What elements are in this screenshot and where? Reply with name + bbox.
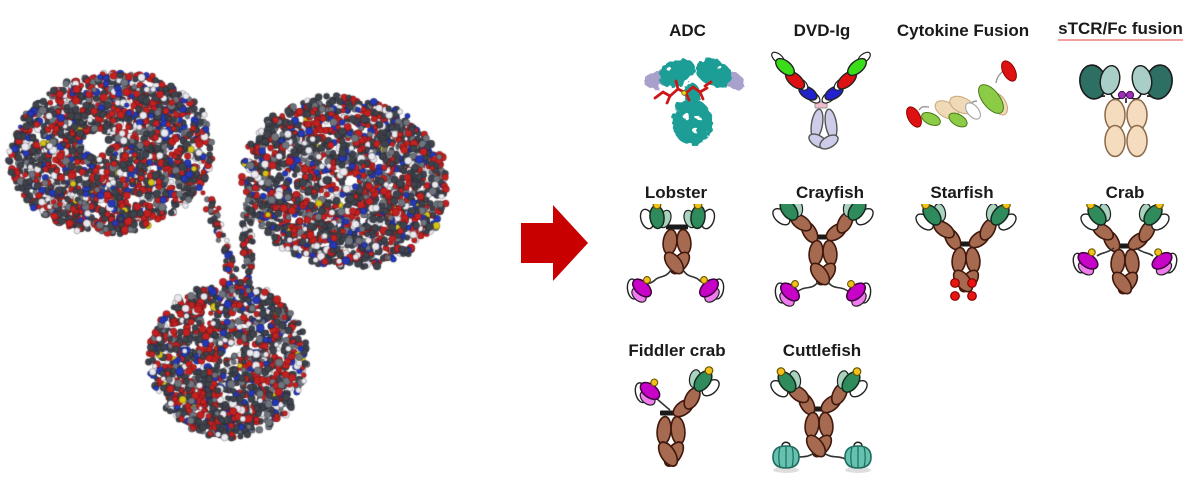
drug-payload-shape (653, 79, 713, 105)
format-cytokine-fusion: Cytokine Fusion (888, 20, 1038, 150)
format-crayfish: Crayfish (765, 182, 895, 312)
stcr-fc-fusion-diagram (1079, 64, 1173, 158)
format-cuttlefish: Cuttlefish (757, 340, 887, 480)
format-label-lobster: Lobster (644, 183, 708, 202)
format-lobster: Lobster (611, 182, 741, 312)
format-label-crab: Crab (1105, 183, 1145, 202)
format-label-cuttlefish: Cuttlefish (782, 341, 862, 360)
lobster-diagram (625, 204, 726, 306)
payload-dots (950, 278, 977, 301)
cytokine-fusion-diagram (906, 60, 1017, 128)
format-starfish: Starfish (897, 182, 1027, 312)
format-label-dvd-ig: DVD-Ig (793, 21, 851, 40)
format-label-stcr-fc-fusion: sTCR/Fc fusion (1048, 18, 1193, 41)
cuttlefish-diagram (762, 365, 876, 474)
arrow-shape (521, 205, 588, 281)
antibody-molecular-model (0, 0, 470, 495)
format-label-crayfish: Crayfish (795, 183, 865, 202)
hinge-shape (814, 101, 828, 109)
format-label-fiddler-crab: Fiddler crab (628, 341, 726, 360)
format-label-cytokine-fusion: Cytokine Fusion (896, 21, 1030, 40)
fiddler-crab-diagram (632, 365, 728, 471)
format-label-starfish: Starfish (930, 183, 994, 202)
starfish-diagram (906, 204, 1026, 301)
format-adc: ADC (615, 20, 760, 155)
format-dvd-ig: DVD-Ig (758, 20, 886, 160)
adc-diagram (644, 58, 746, 145)
format-fiddler-crab: Fiddler crab (612, 340, 742, 480)
crab-diagram (1069, 204, 1181, 298)
crayfish-diagram (770, 204, 882, 310)
format-stcr-fc-fusion: sTCR/Fc fusion (1048, 18, 1193, 163)
format-label-adc: ADC (669, 21, 706, 40)
transformation-arrow-icon (521, 205, 588, 281)
dvd-ig-diagram (771, 51, 871, 150)
format-crab: Crab (1050, 182, 1200, 312)
